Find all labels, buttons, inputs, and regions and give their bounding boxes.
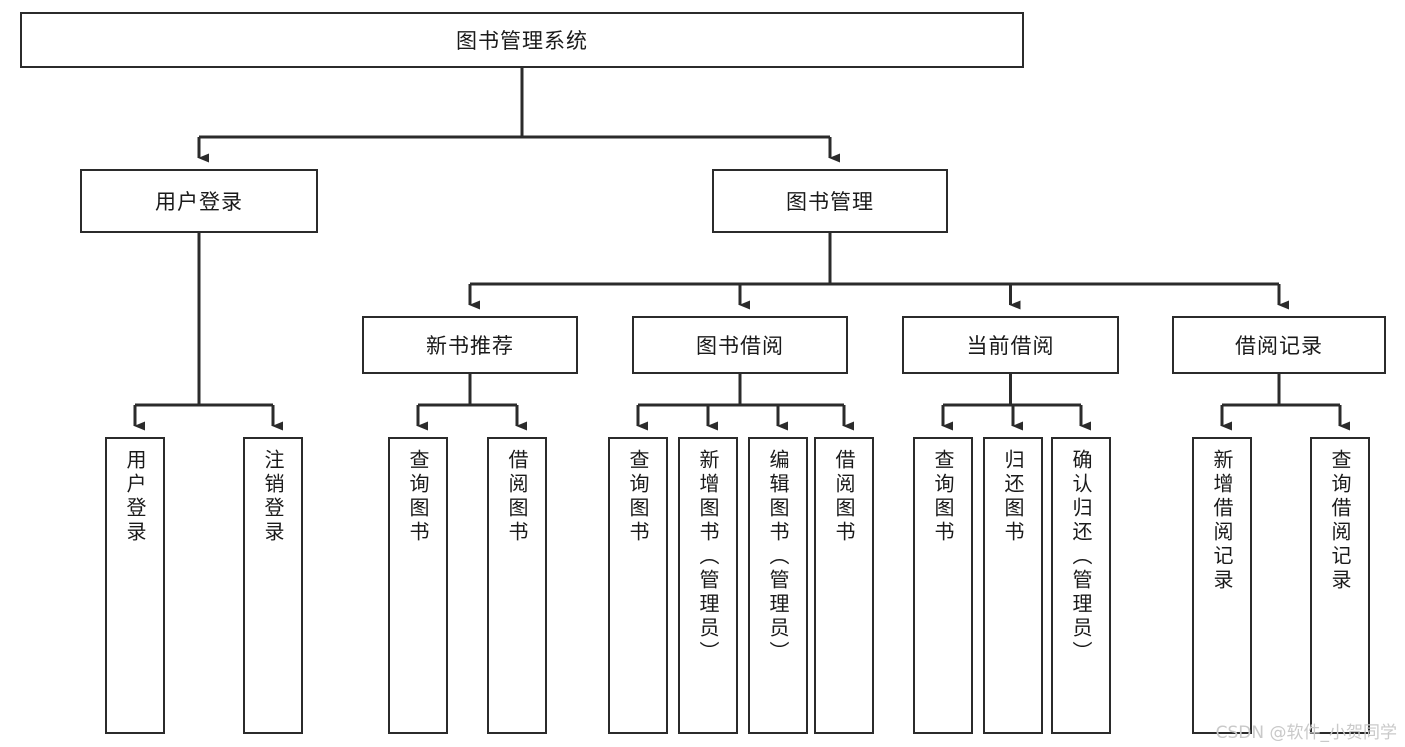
node-leaf-br-1[interactable]: 新增借阅记录 bbox=[1192, 437, 1252, 734]
node-leaf-bb-2[interactable]: 新增图书（管理员） bbox=[678, 437, 738, 734]
node-label: 图书管理系统 bbox=[456, 29, 588, 53]
node-leaf-bb-1[interactable]: 查询图书 bbox=[608, 437, 668, 734]
node-leaf-cb-2[interactable]: 归还图书 bbox=[983, 437, 1043, 734]
node-l3-1[interactable]: 新书推荐 bbox=[362, 316, 578, 374]
node-label: 当前借阅 bbox=[966, 334, 1055, 358]
node-label: 查询图书 bbox=[626, 449, 650, 545]
node-l3-2[interactable]: 图书借阅 bbox=[632, 316, 848, 374]
node-l3-3[interactable]: 当前借阅 bbox=[902, 316, 1119, 374]
node-label: 用户登录 bbox=[155, 190, 243, 214]
csdn-watermark: CSDN @软件_小贺同学 bbox=[1215, 723, 1397, 743]
node-root[interactable]: 图书管理系统 bbox=[20, 12, 1024, 68]
node-l2-2[interactable]: 图书管理 bbox=[712, 169, 948, 233]
node-leaf-login[interactable]: 用户登录 bbox=[105, 437, 165, 734]
node-label: 借阅图书 bbox=[832, 449, 856, 545]
node-leaf-nb-1[interactable]: 查询图书 bbox=[388, 437, 448, 734]
node-label: 新书推荐 bbox=[426, 334, 514, 358]
node-l3-4[interactable]: 借阅记录 bbox=[1172, 316, 1386, 374]
node-label: 新增借阅记录 bbox=[1210, 449, 1234, 593]
node-label: 查询借阅记录 bbox=[1328, 449, 1352, 593]
node-label: 确认归还（管理员） bbox=[1069, 449, 1093, 665]
node-label: 用户登录 bbox=[123, 449, 147, 545]
node-label: 查询图书 bbox=[931, 449, 955, 545]
node-leaf-cb-3[interactable]: 确认归还（管理员） bbox=[1051, 437, 1111, 734]
node-leaf-nb-2[interactable]: 借阅图书 bbox=[487, 437, 547, 734]
node-label: 编辑图书（管理员） bbox=[766, 449, 790, 665]
node-label: 注销登录 bbox=[261, 449, 285, 545]
node-leaf-cb-1[interactable]: 查询图书 bbox=[913, 437, 973, 734]
node-label: 图书管理 bbox=[786, 190, 874, 214]
node-leaf-br-2[interactable]: 查询借阅记录 bbox=[1310, 437, 1370, 734]
node-label: 查询图书 bbox=[406, 449, 430, 545]
node-leaf-bb-4[interactable]: 借阅图书 bbox=[814, 437, 874, 734]
node-label: 借阅图书 bbox=[505, 449, 529, 545]
node-label: 借阅记录 bbox=[1235, 334, 1323, 358]
node-l2-1[interactable]: 用户登录 bbox=[80, 169, 318, 233]
node-label: 归还图书 bbox=[1001, 449, 1025, 545]
node-label: 新增图书（管理员） bbox=[696, 449, 720, 665]
node-leaf-bb-3[interactable]: 编辑图书（管理员） bbox=[748, 437, 808, 734]
node-leaf-logout[interactable]: 注销登录 bbox=[243, 437, 303, 734]
node-label: 图书借阅 bbox=[696, 334, 784, 358]
